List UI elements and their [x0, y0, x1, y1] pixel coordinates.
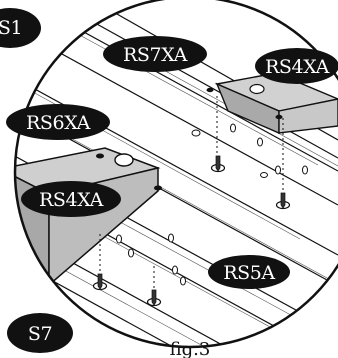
pilot-hole	[302, 165, 308, 175]
screw-shaft	[151, 289, 157, 306]
screw-shaft	[97, 273, 103, 290]
pilot-hole	[116, 234, 122, 244]
label-rs5a: RS5A	[208, 255, 290, 289]
pilot-hole	[128, 248, 134, 258]
upper-bracket	[206, 72, 338, 135]
pilot-hole	[257, 137, 263, 147]
plank-line	[17, 29, 338, 206]
label-rs4xa-upper: RS4XA	[255, 48, 338, 84]
upper-bracket-hole	[249, 83, 265, 95]
label-rs7xa-badge	[103, 36, 207, 72]
lower-bracket-screw-hole	[154, 185, 162, 191]
label-rs7xa: RS7XA	[103, 36, 207, 72]
plank-line	[39, 7, 338, 172]
label-rs4xa-upper-text: RS4XA	[265, 56, 330, 78]
label-rs5a-badge	[208, 255, 290, 289]
label-rs4xa-lower: RS4XA	[21, 181, 121, 217]
pilot-hole	[230, 123, 236, 133]
label-s7-text: S7	[28, 323, 52, 345]
label-rs6xa: RS6XA	[6, 104, 110, 140]
label-rs6xa-badge	[6, 104, 110, 140]
plank-line	[15, 69, 338, 256]
label-rs4xa-upper-badge	[255, 48, 338, 84]
label-rs4xa-lower-badge	[21, 181, 121, 217]
label-s1-text: S1	[0, 17, 22, 39]
screw-icon	[146, 289, 162, 307]
pilot-hole	[172, 265, 178, 275]
screw-shaft	[280, 192, 286, 209]
pilot-hole	[168, 233, 174, 243]
label-s1: S1	[0, 8, 41, 48]
label-s7: S7	[7, 313, 73, 353]
figure-caption: fig.3	[170, 339, 211, 358]
pre-drilled-holes	[116, 123, 308, 286]
pilot-hole	[180, 276, 186, 286]
magnifier-border	[13, 0, 338, 349]
screw-icon	[92, 273, 108, 291]
upper-bracket-screw-hole	[206, 87, 214, 93]
screw-icon	[210, 155, 226, 173]
screw-icon	[275, 192, 291, 210]
label-rs7xa-text: RS7XA	[123, 44, 188, 66]
pilot-hole	[275, 165, 281, 175]
label-rs5a-text: RS5A	[223, 262, 275, 284]
pilot-hole	[260, 172, 268, 178]
pilot-hole	[191, 129, 201, 137]
screw-shaft	[215, 155, 221, 172]
label-rs4xa-lower-text: RS4XA	[39, 189, 104, 211]
label-rs6xa-text: RS6XA	[26, 112, 91, 134]
label-s1-badge	[0, 8, 41, 48]
label-s7-badge	[7, 313, 73, 353]
upper-bracket-screw-hole	[275, 114, 283, 120]
upper-bracket-side	[278, 98, 338, 134]
lower-bracket-screw-hole	[96, 153, 104, 159]
lower-bracket-hole	[114, 153, 134, 167]
screws	[92, 155, 291, 307]
